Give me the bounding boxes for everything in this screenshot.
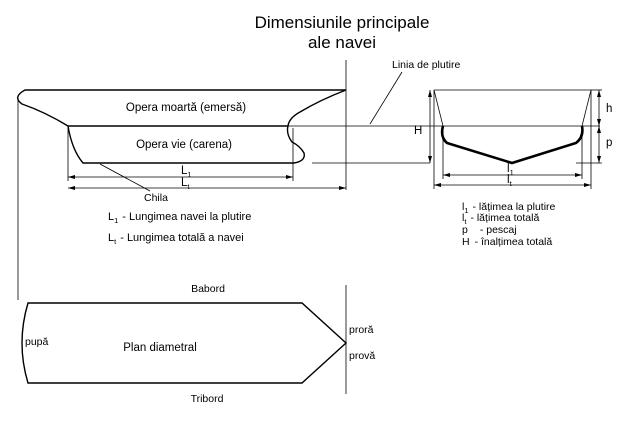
l1-subscript: 1 bbox=[187, 170, 191, 179]
l1-section-arrow-right bbox=[575, 173, 582, 177]
lt-section-label: lt bbox=[507, 174, 513, 188]
lt-arrow-right bbox=[339, 186, 346, 190]
l1-label: L1 bbox=[181, 165, 192, 179]
legend-right: l1- lățimea la plutire lt- lățimea total… bbox=[462, 201, 556, 248]
keel-leader bbox=[99, 163, 151, 192]
legend-left: L1- Lungimea navei la plutire Lt- Lungim… bbox=[108, 211, 251, 246]
plan-stern-label: pupă bbox=[25, 336, 49, 348]
l1-section-arrow-left bbox=[443, 173, 450, 177]
legend-left-item-2: Lt- Lungimea totală a navei bbox=[108, 232, 244, 246]
plan-top-label: Babord bbox=[191, 283, 225, 295]
lt-section-letter: l bbox=[507, 174, 510, 186]
h-arrow-bottom bbox=[428, 156, 432, 163]
lt-arrow-left bbox=[68, 186, 75, 190]
h-small-label: h bbox=[606, 103, 612, 115]
l1-section-letter: l bbox=[507, 163, 510, 175]
waterline-label: Linia de plutire bbox=[392, 59, 460, 71]
l1-section-subscript: 1 bbox=[510, 168, 514, 177]
lower-region-label: Opera vie (carena) bbox=[136, 139, 232, 151]
l1-arrow-right bbox=[286, 175, 293, 179]
p-arrow-bottom bbox=[597, 156, 601, 163]
lt-section-subscript: t bbox=[510, 179, 513, 188]
legend-right-item-1: l1- lățimea la plutire bbox=[462, 201, 556, 215]
lt-subscript: t bbox=[187, 182, 190, 191]
section-view: H h p l1 lt bbox=[312, 89, 612, 189]
h-label: H bbox=[414, 125, 422, 137]
lt-section-arrow-right bbox=[584, 183, 591, 187]
section-side-right-upper bbox=[581, 89, 592, 127]
plan-bottom-label: Tribord bbox=[191, 393, 224, 405]
plan-hull-outline bbox=[21, 302, 348, 384]
title-line-2: ale navei bbox=[308, 33, 376, 52]
l1-letter: L bbox=[181, 165, 188, 177]
p-arrow-top bbox=[597, 126, 601, 133]
h-small-arrow-bottom bbox=[597, 119, 601, 126]
legend-right-item-4: H- înalțimea totală bbox=[462, 236, 552, 248]
keel-label: Chila bbox=[144, 192, 168, 204]
plan-view: Babord Tribord pupă Plan diametral proră… bbox=[21, 283, 375, 405]
plan-center-label: Plan diametral bbox=[123, 342, 197, 354]
plan-bow-top-label: proră bbox=[349, 324, 374, 336]
section-side-left-upper bbox=[433, 89, 444, 127]
waterline-leader bbox=[369, 71, 403, 125]
upper-region-label: Opera moartă (emersă) bbox=[126, 102, 246, 114]
h-arrow-top bbox=[428, 90, 432, 97]
lt-label: Lt bbox=[181, 177, 190, 191]
h-small-arrow-top bbox=[597, 90, 601, 97]
l1-arrow-left bbox=[68, 175, 75, 179]
plan-bow-bottom-label: provă bbox=[349, 350, 375, 362]
p-label: p bbox=[606, 137, 612, 149]
legend-left-item-1: L1- Lungimea navei la plutire bbox=[108, 211, 251, 225]
l1-section-label: l1 bbox=[507, 163, 514, 177]
section-hull-bottom bbox=[440, 125, 584, 165]
hull-lower-outline bbox=[67, 125, 305, 164]
lt-section-arrow-left bbox=[434, 183, 441, 187]
title-line-1: Dimensiunile principale bbox=[255, 13, 430, 32]
legend-right-item-2: lt- lățimea totală bbox=[462, 212, 539, 226]
legend-right-item-3: p- pescaj bbox=[462, 224, 517, 236]
lt-letter: L bbox=[181, 177, 188, 189]
side-view: Linia de plutire Opera moartă (emersă) O… bbox=[17, 59, 600, 300]
